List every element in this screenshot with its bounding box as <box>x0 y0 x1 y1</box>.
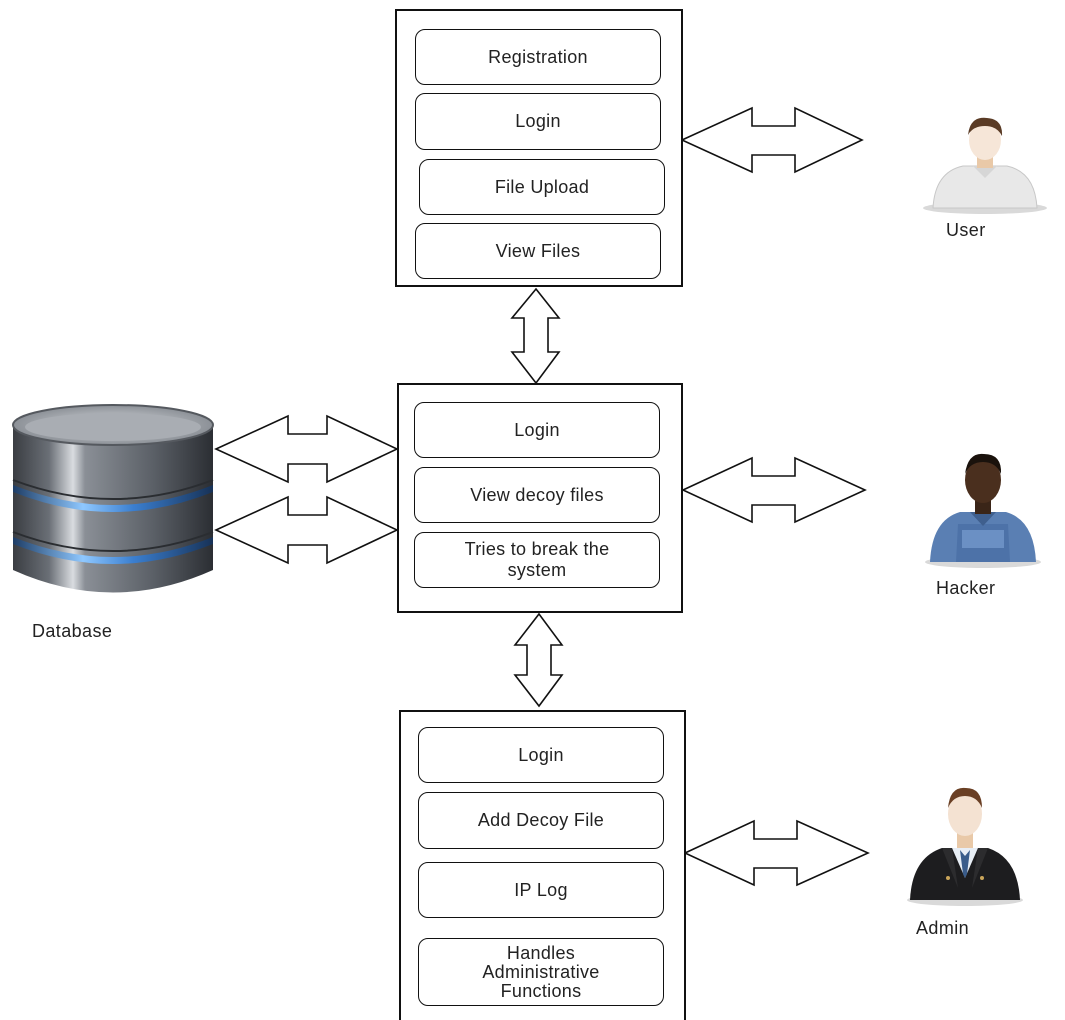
double-arrow-icon <box>510 287 561 385</box>
registration-box: Registration <box>415 29 661 85</box>
user-label: User <box>946 220 986 240</box>
double-arrow-icon <box>513 612 564 708</box>
user-module-panel: Registration Login File Upload View File… <box>395 9 683 287</box>
admin-avatar-icon <box>900 778 1030 908</box>
database-label: Database <box>32 621 113 641</box>
double-arrow-icon <box>683 819 870 887</box>
admin-login-box: Login <box>418 727 664 783</box>
user-login-box: Login <box>415 93 661 150</box>
hacker-login-box: Login <box>414 402 660 458</box>
double-arrow-icon <box>680 106 864 174</box>
add-decoy-file-box: Add Decoy File <box>418 792 664 849</box>
double-arrow-icon <box>214 414 399 484</box>
hacker-label: Hacker <box>936 578 996 598</box>
administrative-functions-box: Handles Administrative Functions <box>418 938 664 1006</box>
ip-log-box: IP Log <box>418 862 664 918</box>
file-upload-box: File Upload <box>419 159 665 215</box>
admin-module-panel: Login Add Decoy File IP Log Handles Admi… <box>399 710 686 1020</box>
database-cylinder-icon <box>8 400 218 610</box>
view-decoy-files-box: View decoy files <box>414 467 660 523</box>
double-arrow-icon <box>681 456 867 524</box>
view-files-box: View Files <box>415 223 661 279</box>
hacker-avatar-icon <box>918 440 1048 570</box>
double-arrow-icon <box>214 495 399 565</box>
break-system-box: Tries to break the system <box>414 532 660 588</box>
admin-label: Admin <box>916 918 970 938</box>
hacker-module-panel: Login View decoy files Tries to break th… <box>397 383 683 613</box>
user-avatar-icon <box>915 110 1055 215</box>
